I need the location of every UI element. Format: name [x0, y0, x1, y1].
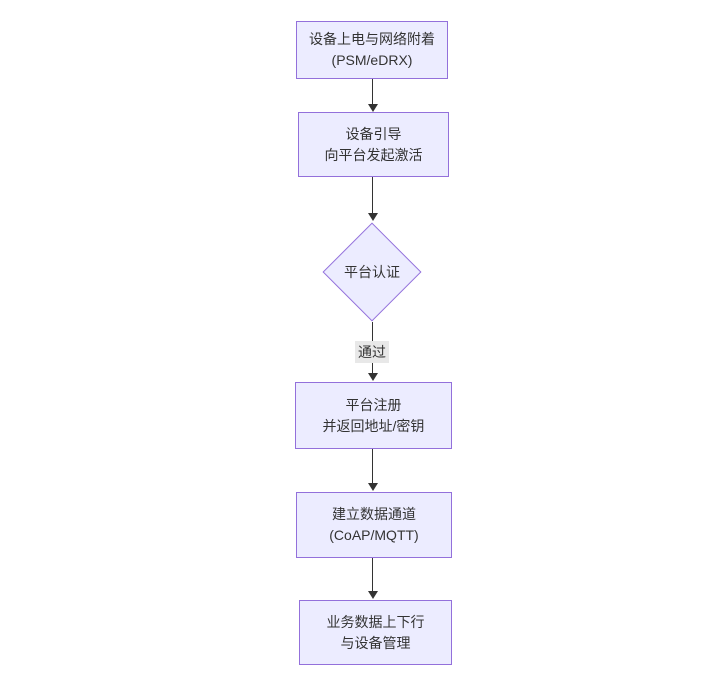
- node-label-line: 建立数据通道: [332, 506, 416, 522]
- node-label-line: 设备引导: [345, 125, 402, 142]
- arrowhead-icon: [368, 373, 378, 381]
- node-label-line: 平台注册: [345, 396, 402, 413]
- node-label-line: 业务数据上下行: [326, 613, 425, 630]
- flow-node-platform-register: 平台注册 并返回地址/密钥: [295, 382, 452, 449]
- arrowhead-icon: [368, 104, 378, 112]
- edge-line: [372, 558, 373, 592]
- flow-node-device-bootstrap: 设备引导 向平台发起激活: [298, 112, 449, 177]
- arrowhead-icon: [368, 483, 378, 491]
- node-label-line: (CoAP/MQTT): [329, 527, 419, 543]
- edge-line: [372, 449, 373, 484]
- node-label-line: 向平台发起激活: [324, 146, 423, 163]
- arrowhead-icon: [368, 591, 378, 599]
- node-label-line: 设备上电与网络附着: [309, 31, 435, 47]
- flow-node-power-on-attach: 设备上电与网络附着 (PSM/eDRX): [296, 21, 448, 79]
- node-label-line: 平台认证: [344, 264, 400, 280]
- node-label-line: 并返回地址/密钥: [322, 417, 425, 434]
- flow-node-data-channel: 建立数据通道 (CoAP/MQTT): [296, 492, 452, 558]
- node-label-line: (PSM/eDRX): [331, 52, 413, 68]
- arrowhead-icon: [368, 213, 378, 221]
- edge-line: [372, 79, 373, 105]
- node-label-line: 与设备管理: [340, 634, 411, 651]
- flow-node-business-data: 业务数据上下行 与设备管理: [299, 600, 452, 665]
- edge-line: [372, 177, 373, 214]
- edge-label-pass: 通过: [355, 341, 389, 363]
- flow-node-platform-auth: 平台认证: [322, 222, 422, 322]
